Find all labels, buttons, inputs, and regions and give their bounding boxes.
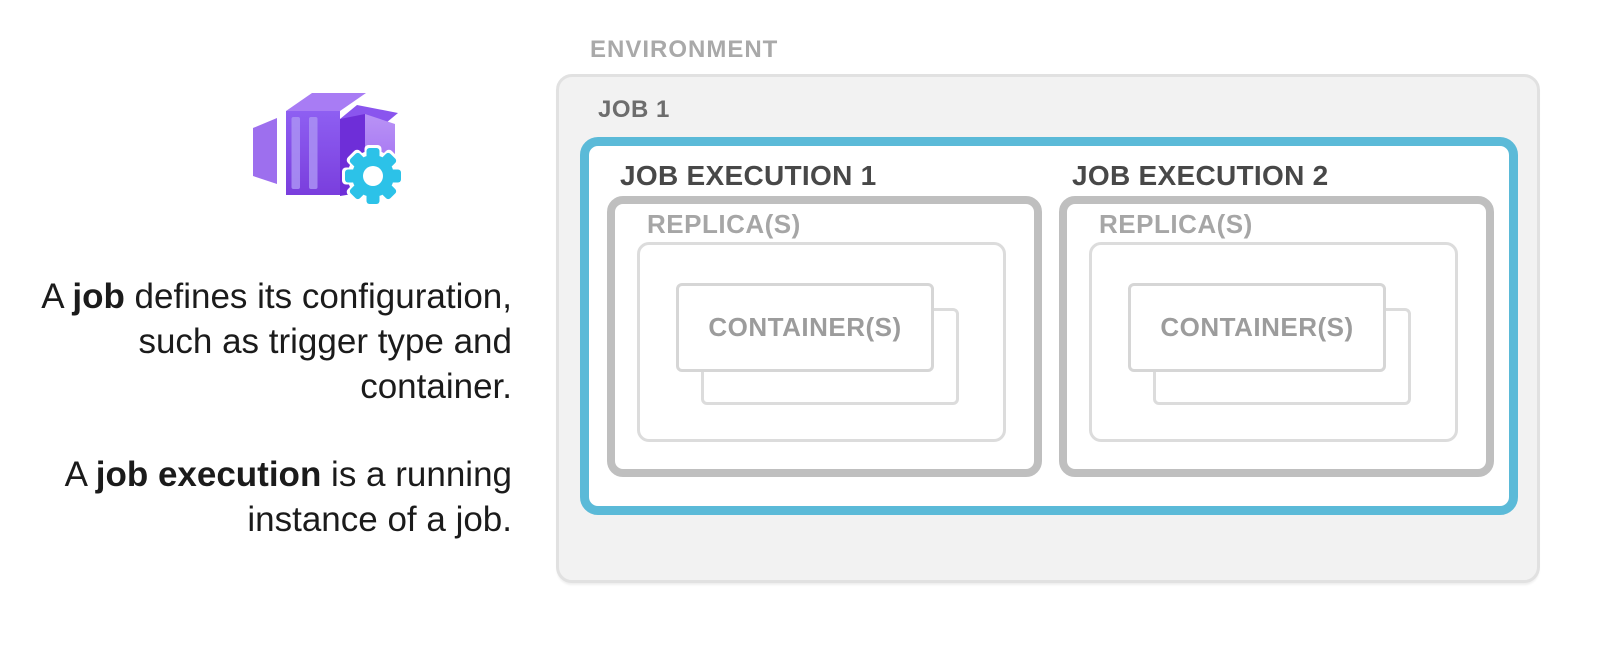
job-execution-2-container-box: CONTAINER(S) bbox=[1128, 283, 1386, 372]
container-apps-job-icon-svg bbox=[253, 93, 404, 207]
job-execution-pre: A bbox=[64, 455, 96, 494]
job-definition-pre: A bbox=[41, 277, 73, 316]
container-apps-job-icon bbox=[243, 84, 411, 212]
job-execution-2-group: JOB EXECUTION 2 REPLICA(S) CONTAINER(S) bbox=[1059, 160, 1494, 478]
job-execution-2-replica-label: REPLICA(S) bbox=[1099, 209, 1253, 239]
job-execution-1-label: JOB EXECUTION 1 bbox=[620, 160, 877, 191]
job-execution-1-replica-label: REPLICA(S) bbox=[647, 209, 801, 239]
job-definition-bold: job bbox=[72, 277, 125, 316]
gear-icon bbox=[342, 145, 404, 207]
job-label: JOB 1 bbox=[598, 96, 670, 123]
job-execution-definition-text: A job execution is a running instance of… bbox=[40, 452, 512, 542]
container-top-face bbox=[286, 93, 366, 111]
job-execution-2-label: JOB EXECUTION 2 bbox=[1072, 160, 1329, 191]
job-execution-bold: job execution bbox=[95, 455, 322, 494]
job-execution-1-container-box: CONTAINER(S) bbox=[676, 283, 934, 372]
job-definition-post: defines its configuration, such as trigg… bbox=[124, 277, 512, 406]
job-execution-post: is a running instance of a job. bbox=[247, 455, 512, 539]
job-execution-1-group: JOB EXECUTION 1 REPLICA(S) CONTAINER(S) bbox=[607, 160, 1042, 478]
container-left-slab bbox=[253, 118, 277, 184]
job-definition-text: A job defines its configuration, such as… bbox=[40, 274, 512, 409]
environment-label: ENVIRONMENT bbox=[590, 36, 779, 63]
